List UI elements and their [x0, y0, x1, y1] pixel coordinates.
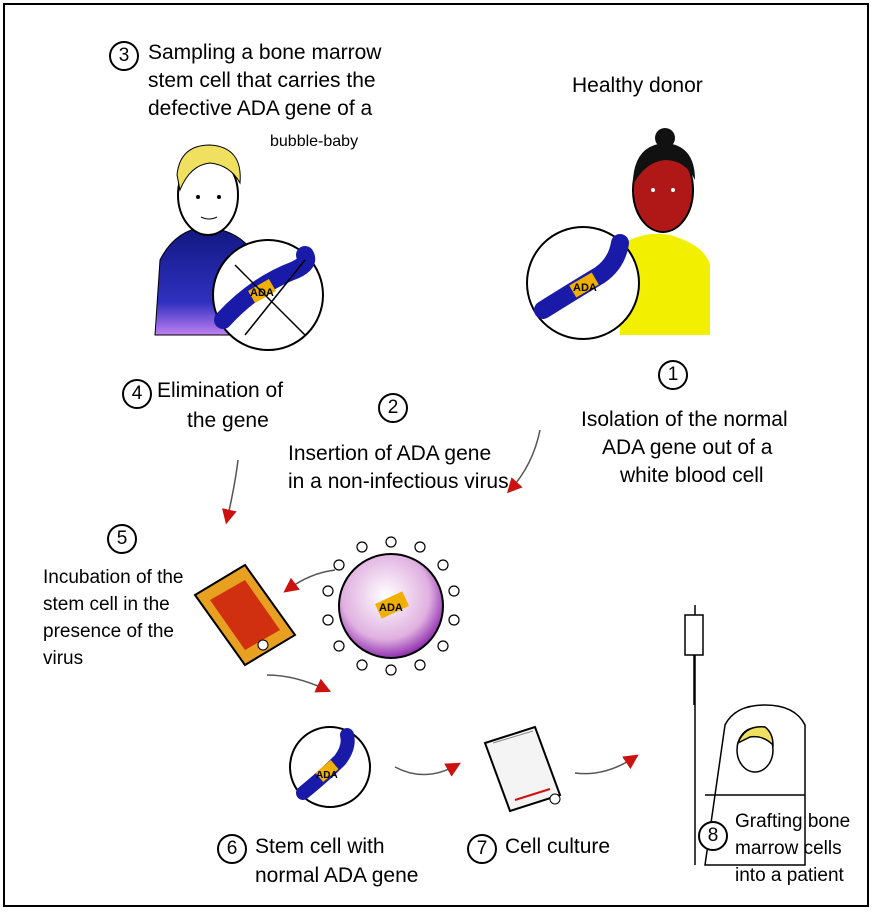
step-4-line-2: the gene — [187, 408, 269, 433]
step-8-line-3: into a patient — [735, 863, 844, 888]
step-5-line-1: Incubation of the — [43, 565, 184, 590]
step-3-line-1: Sampling a bone marrow — [148, 40, 381, 65]
step-7-line-1: Cell culture — [505, 834, 610, 859]
arrow-cell-to-culture — [395, 765, 457, 775]
step-1-line-3: white blood cell — [620, 463, 764, 488]
step-5-line-3: presence of the — [43, 619, 174, 644]
arrow-dish-to-cell — [267, 675, 327, 690]
arrow-1-to-2 — [510, 430, 540, 490]
step-4-line-1: Elimination of — [157, 378, 283, 403]
arrow-4-to-5 — [227, 460, 238, 520]
gene-label-defective: ADA — [250, 281, 274, 306]
step-2-line-2: in a non-infectious virus — [288, 469, 509, 494]
step-6-line-2: normal ADA gene — [255, 863, 418, 888]
step-3-line-3: defective ADA gene of a — [148, 96, 372, 121]
step-5-line-4: virus — [43, 646, 83, 671]
step-1-number: 1 — [658, 360, 688, 390]
step-1-line-2: ADA gene out of a — [602, 435, 772, 460]
diagram-frame: ADA ADA ADA ADA Healthy donor 3 Sampling… — [3, 3, 869, 907]
step-6-number: 6 — [217, 834, 247, 864]
gene-label-stem-cell: ADA — [316, 763, 338, 788]
step-4-number: 4 — [122, 379, 152, 409]
step-5-number: 5 — [107, 524, 137, 554]
step-6-line-1: Stem cell with — [255, 834, 385, 859]
incubation-dish — [195, 565, 295, 665]
step-2-line-1: Insertion of ADA gene — [288, 441, 491, 466]
step-5-line-2: stem cell in the — [43, 592, 170, 617]
gene-label-virus: ADA — [379, 596, 403, 621]
gene-label-donor: ADA — [573, 276, 597, 301]
step-3-number: 3 — [109, 41, 139, 71]
step-3-line-2: stem cell that carries the — [148, 68, 376, 93]
step-2-number: 2 — [378, 393, 408, 423]
step-3-line-4: bubble-baby — [270, 129, 358, 154]
step-8-line-2: marrow cells — [735, 836, 842, 861]
step-7-number: 7 — [467, 834, 497, 864]
step-1-line-1: Isolation of the normal — [581, 407, 788, 432]
step-8-number: 8 — [698, 821, 728, 851]
healthy-donor-label: Healthy donor — [572, 73, 703, 98]
step-8-line-1: Grafting bone — [735, 809, 850, 834]
culture-flask — [485, 727, 560, 811]
arrow-culture-to-patient — [575, 757, 635, 774]
